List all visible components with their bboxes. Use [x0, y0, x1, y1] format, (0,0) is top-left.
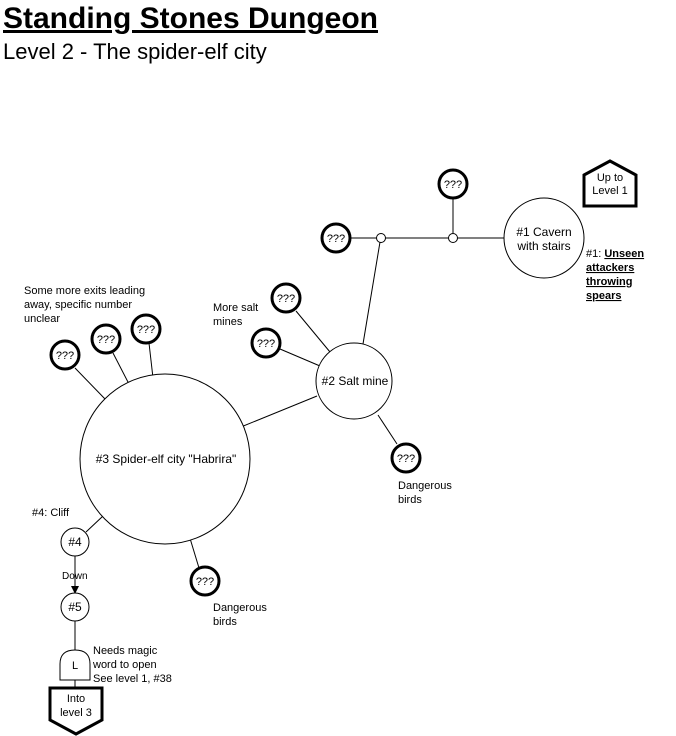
unknown-birds-salt-mine[interactable]: ???: [390, 442, 422, 474]
svg-text:???: ???: [444, 179, 462, 191]
svg-text:level 3: level 3: [60, 707, 92, 719]
link-city-cliff: [85, 515, 104, 533]
svg-text:Some more exits leading: Some more exits leading: [24, 285, 145, 297]
link-city-unknown-c: [148, 342, 154, 379]
note-exits: Some more exits leading away, specific n…: [24, 285, 145, 325]
map-connections: [74, 198, 504, 688]
svg-text:???: ???: [196, 576, 214, 588]
unknown-city-exit-a[interactable]: ???: [49, 339, 81, 371]
svg-text:???: ???: [137, 324, 155, 336]
room-1-cavern[interactable]: #1 Cavern with stairs: [503, 197, 585, 279]
room-2-salt-mine[interactable]: #2 Salt mine: [315, 342, 393, 420]
svg-text:???: ???: [257, 338, 275, 350]
svg-text:#1 Cavern: #1 Cavern: [516, 225, 571, 239]
svg-text:birds: birds: [398, 494, 422, 506]
note-magic-word: Needs magic word to open See level 1, #3…: [92, 645, 172, 685]
junction-west: [376, 233, 386, 243]
svg-text:#1: Unseen: #1: Unseen: [586, 248, 644, 260]
svg-text:word to open: word to open: [92, 659, 157, 671]
page-title: Standing Stones Dungeon: [3, 2, 378, 35]
svg-text:More salt: More salt: [213, 302, 258, 314]
page-subtitle: Level 2 - The spider-elf city: [3, 39, 267, 64]
unknown-exit-west[interactable]: ???: [320, 222, 352, 254]
svg-text:Into: Into: [67, 693, 85, 705]
svg-text:Level 1: Level 1: [592, 185, 627, 197]
magic-lock[interactable]: L: [59, 649, 91, 681]
link-salt-unknown-a: [295, 310, 331, 353]
svg-text:???: ???: [97, 334, 115, 346]
svg-text:Dangerous: Dangerous: [398, 480, 452, 492]
room-5[interactable]: #5: [60, 592, 90, 622]
junction-east: [448, 233, 458, 243]
svg-text:Up to: Up to: [597, 172, 623, 184]
svg-text:???: ???: [56, 350, 74, 362]
unknown-salt-mine-a[interactable]: ???: [270, 282, 302, 314]
link-salt-unknown-b: [279, 348, 321, 367]
svg-text:#3 Spider-elf city "Habrira": #3 Spider-elf city "Habrira": [96, 452, 237, 466]
link-city-salt: [235, 395, 318, 430]
svg-text:#4: #4: [68, 535, 82, 549]
svg-text:mines: mines: [213, 316, 243, 328]
link-salt-birds: [377, 414, 398, 445]
stairs-up-house[interactable]: Up to Level 1: [582, 159, 638, 208]
svg-text:???: ???: [327, 233, 345, 245]
note-salt-mines: More salt mines: [213, 302, 258, 328]
note-cliff: #4: Cliff: [32, 507, 70, 519]
stairs-down-house[interactable]: Into level 3: [48, 686, 104, 736]
svg-text:unclear: unclear: [24, 313, 60, 325]
note-1-link: Unseen: [604, 248, 644, 260]
link-city-unknown-b: [112, 352, 130, 385]
svg-text:L: L: [72, 660, 78, 672]
note-birds-salt-mine: Dangerous birds: [398, 480, 452, 506]
link-city-unknown-a: [74, 367, 107, 401]
note-birds-city: Dangerous birds: [213, 602, 267, 628]
room-3-spider-elf-city[interactable]: #3 Spider-elf city "Habrira": [79, 373, 251, 545]
svg-text:away, specific number: away, specific number: [24, 299, 132, 311]
corridor-to-salt-mine: [362, 241, 381, 345]
svg-text:Dangerous: Dangerous: [213, 602, 267, 614]
svg-text:Needs magic: Needs magic: [93, 645, 158, 657]
svg-text:#2 Salt mine: #2 Salt mine: [322, 374, 389, 388]
svg-text:???: ???: [397, 453, 415, 465]
svg-text:with stairs: with stairs: [516, 239, 570, 253]
note-room-1: #1: Unseen attackers throwing spears: [586, 248, 644, 302]
unknown-exit-north[interactable]: ???: [437, 168, 469, 200]
svg-text:throwing: throwing: [586, 276, 632, 288]
unknown-city-exit-c[interactable]: ???: [130, 313, 162, 345]
svg-text:attackers: attackers: [586, 262, 634, 274]
unknown-city-exit-b[interactable]: ???: [90, 323, 122, 355]
unknown-salt-mine-b[interactable]: ???: [250, 327, 282, 359]
svg-text:???: ???: [277, 293, 295, 305]
room-4[interactable]: #4: [60, 527, 90, 557]
svg-text:birds: birds: [213, 616, 237, 628]
svg-text:See level 1, #38: See level 1, #38: [93, 673, 172, 685]
svg-text:#5: #5: [68, 600, 82, 614]
label-down: Down: [62, 571, 88, 582]
unknown-birds-city[interactable]: ???: [189, 565, 221, 597]
svg-text:spears: spears: [586, 290, 621, 302]
